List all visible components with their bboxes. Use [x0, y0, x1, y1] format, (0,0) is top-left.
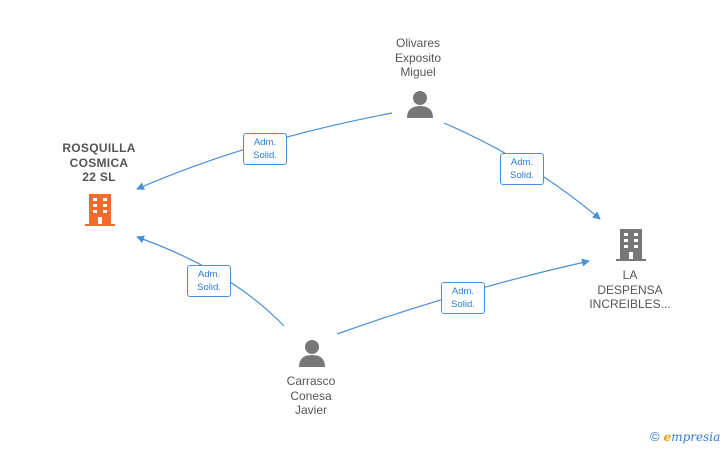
building-icon-despensa[interactable] [615, 228, 647, 262]
person-label-carrasco[interactable]: Carrasco Conesa Javier [286, 374, 336, 417]
edge-label-carrasco-despensa: Adm. Solid. [441, 282, 485, 314]
edge-label-olivares-despensa: Adm. Solid. [500, 153, 544, 185]
company-label-rosquilla[interactable]: ROSQUILLA COSMICA 22 SL [62, 141, 136, 184]
company-label-despensa[interactable]: LA DESPENSA INCREIBLES... [589, 268, 671, 311]
copyright-symbol: © [650, 429, 660, 444]
edge-label-olivares-rosquilla: Adm. Solid. [243, 133, 287, 165]
person-icon-carrasco[interactable] [297, 338, 327, 368]
building-icon-rosquilla[interactable] [84, 193, 116, 227]
brand-name: mpresia [671, 430, 721, 444]
person-label-olivares[interactable]: Olivares Exposito Miguel [394, 36, 442, 79]
empresia-watermark: ©empresia [650, 429, 720, 444]
person-icon-olivares[interactable] [405, 89, 435, 119]
brand-initial: e [663, 430, 672, 444]
edge-label-carrasco-rosquilla: Adm. Solid. [187, 265, 231, 297]
